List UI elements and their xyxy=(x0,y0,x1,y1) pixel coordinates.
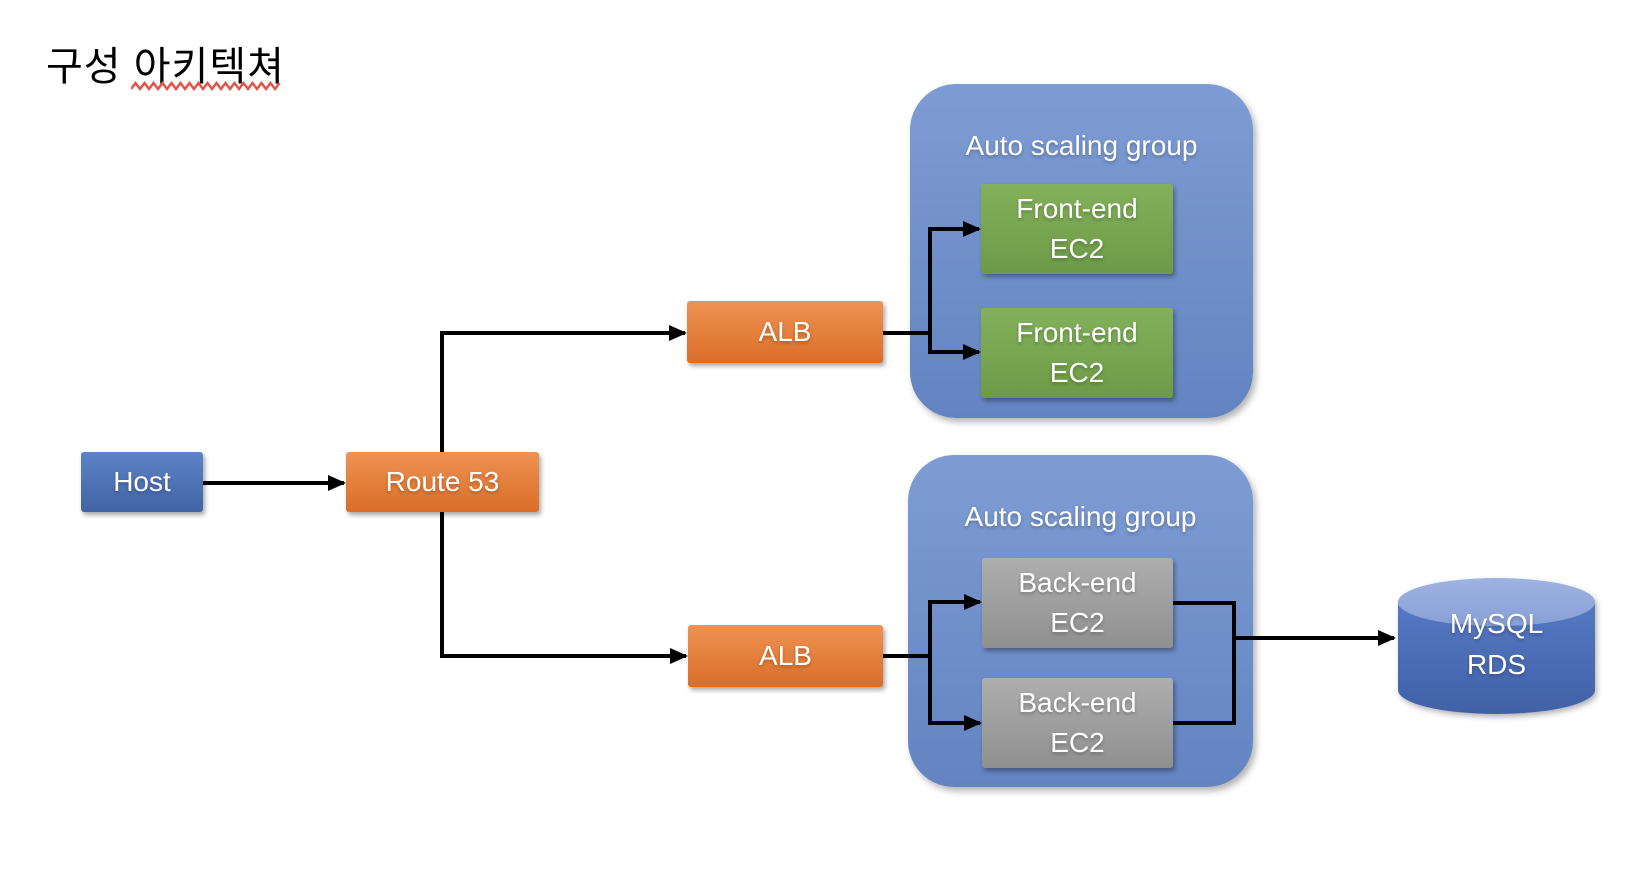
title-word-misspelled: 아키텍쳐 xyxy=(133,45,285,89)
alb-label: ALB xyxy=(759,640,812,671)
ec2-label-line1: Front-end xyxy=(1016,317,1138,348)
route53-node: Route 53 xyxy=(346,452,539,512)
ec2-label-line2: EC2 xyxy=(1049,233,1105,264)
alb-top-node: ALB xyxy=(687,301,883,363)
route53-label: Route 53 xyxy=(385,466,500,497)
host-node: Host xyxy=(81,452,203,512)
rds-label-line1: MySQL xyxy=(1449,608,1544,639)
spellcheck-squiggle xyxy=(131,81,281,91)
page-title: 구성 아키텍쳐 xyxy=(46,34,285,92)
alb-bottom-node: ALB xyxy=(688,625,883,687)
backend-ec2-node-2: Back-end EC2 xyxy=(982,678,1173,768)
frontend-ec2-node-1: Front-end EC2 xyxy=(981,184,1173,274)
auto-scaling-group-label: Auto scaling group xyxy=(965,130,1198,161)
ec2-label-line1: Front-end xyxy=(1016,193,1138,224)
backend-ec2-node-1: Back-end EC2 xyxy=(982,558,1173,648)
title-word: 구성 xyxy=(46,45,134,89)
alb-label: ALB xyxy=(758,316,812,347)
host-label: Host xyxy=(113,466,171,497)
mysql-rds-node: MySQL RDS xyxy=(1398,577,1595,717)
ec2-label-line2: EC2 xyxy=(1049,357,1105,388)
frontend-ec2-node-2: Front-end EC2 xyxy=(981,308,1173,398)
auto-scaling-group-label: Auto scaling group xyxy=(964,501,1197,532)
ec2-label-line2: EC2 xyxy=(1050,607,1105,638)
ec2-label-line1: Back-end xyxy=(1018,567,1137,598)
rds-label: MySQL RDS xyxy=(1398,603,1595,685)
ec2-label-line2: EC2 xyxy=(1050,727,1105,758)
ec2-label-line1: Back-end xyxy=(1018,687,1137,718)
rds-label-line2: RDS xyxy=(1466,649,1527,680)
database-cylinder-icon xyxy=(1398,578,1595,714)
